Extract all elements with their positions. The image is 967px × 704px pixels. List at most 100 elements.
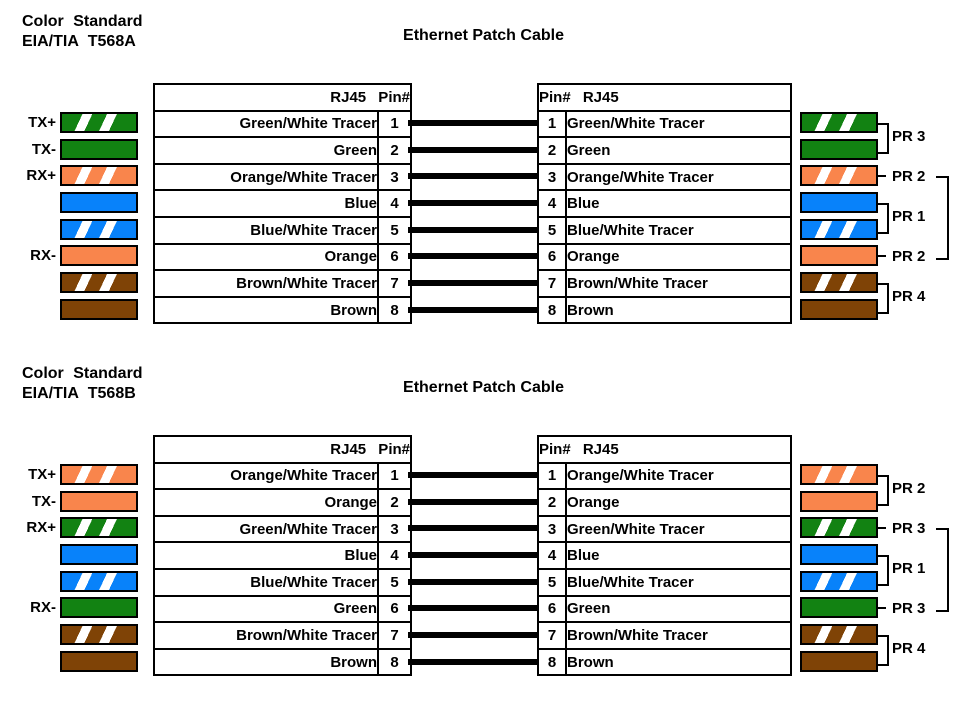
pin-number-cell: 8: [377, 647, 412, 677]
signal-label: RX+: [26, 167, 56, 184]
pair-bracket: [878, 203, 889, 234]
pair-label: PR 1: [892, 560, 926, 577]
pin-number-cell: 7: [377, 269, 412, 298]
signal-label: [0, 544, 56, 565]
table-row: Green 2: [153, 136, 412, 165]
wire-color-swatch: [60, 517, 138, 538]
table-row: 7 Brown/White Tracer: [537, 269, 792, 298]
wire-color-swatch: [800, 517, 878, 538]
pair-bracket: [878, 123, 889, 154]
wire-color-swatch: [60, 112, 138, 133]
wire-color-swatch: [800, 219, 878, 240]
pin-number-cell: 7: [537, 621, 567, 650]
wire-color-swatch: [60, 219, 138, 240]
pair-label: PR 4: [892, 288, 926, 305]
table-row: 4 Blue: [537, 541, 792, 570]
wire-color-swatch: [60, 299, 138, 320]
wire-name-cell: Brown/White Tracer: [565, 621, 792, 650]
wire-connection-line: [408, 227, 539, 233]
pair-label: PR 2: [892, 248, 926, 265]
table-row: 8 Brown: [537, 295, 792, 325]
wire-connection-line: [408, 659, 539, 665]
table-row: Green 6: [153, 594, 412, 624]
diagram-t568b: Color Standard EIA/TIA T568B Ethernet Pa…: [0, 352, 967, 704]
wire-name-cell: Orange/White Tracer: [565, 162, 792, 192]
pin-number-cell: 5: [377, 215, 412, 245]
wire-name-cell: Green: [565, 594, 792, 624]
right-table-header: Pin# RJ45: [537, 435, 792, 464]
signal-label: RX-: [30, 599, 56, 616]
signal-label: [0, 192, 56, 213]
pair-label: PR 2: [892, 480, 926, 497]
pair-bracket: [878, 555, 889, 586]
pin-number-cell: 4: [537, 189, 567, 218]
left-table-header: RJ45 Pin#: [153, 83, 412, 112]
table-row: 1 Orange/White Tracer: [537, 461, 792, 491]
signal-label: TX+: [28, 466, 56, 483]
wire-name-cell: Green/White Tracer: [153, 514, 379, 544]
pair-dash: [877, 527, 886, 529]
wire-name-cell: Orange/White Tracer: [153, 162, 379, 192]
pin-number-cell: 2: [377, 136, 412, 165]
table-row: 5 Blue/White Tracer: [537, 567, 792, 597]
signal-label: RX+: [26, 519, 56, 536]
pair-label: PR 3: [892, 520, 926, 537]
signal-label: RX-: [30, 247, 56, 264]
signal-label: [0, 624, 56, 645]
wire-color-swatch: [60, 165, 138, 186]
pair-label: PR 3: [892, 128, 926, 145]
wire-name-cell: Brown: [153, 295, 379, 325]
standard-title-line2: EIA/TIA T568B: [22, 385, 136, 402]
wire-connection-line: [408, 173, 539, 179]
standard-title-line1: Color Standard: [22, 13, 143, 30]
wire-connection-line: [408, 552, 539, 558]
signal-label: TX+: [28, 114, 56, 131]
pair-bracket: [878, 475, 889, 506]
wire-name-cell: Orange: [565, 488, 792, 517]
pin-number-cell: 4: [377, 541, 412, 570]
table-row: Orange/White Tracer 1: [153, 461, 412, 491]
wire-connection-line: [408, 147, 539, 153]
wire-name-cell: Brown: [565, 647, 792, 677]
wire-color-swatch: [800, 544, 878, 565]
pin-number-cell: 4: [377, 189, 412, 218]
table-row: Orange 6: [153, 242, 412, 272]
wire-color-swatch: [60, 624, 138, 645]
table-row: Orange/White Tracer 3: [153, 162, 412, 192]
pair-label: PR 1: [892, 208, 926, 225]
wire-name-cell: Blue: [153, 189, 379, 218]
wire-color-swatch: [800, 597, 878, 618]
pin-number-cell: 6: [537, 242, 567, 272]
table-row: 5 Blue/White Tracer: [537, 215, 792, 245]
split-pair-bracket: [936, 176, 949, 260]
pin-number-cell: 4: [537, 541, 567, 570]
wire-connection-line: [408, 200, 539, 206]
signal-label: [0, 299, 56, 320]
wire-color-swatch: [800, 112, 878, 133]
table-row: Orange 2: [153, 488, 412, 517]
standard-title: Color Standard EIA/TIA T568B: [22, 364, 143, 404]
wire-name-cell: Blue/White Tracer: [565, 215, 792, 245]
wire-name-cell: Green: [153, 594, 379, 624]
pair-bracket: [878, 283, 889, 314]
wire-color-swatch: [60, 272, 138, 293]
wire-color-swatch: [800, 165, 878, 186]
pin-number-cell: 6: [537, 594, 567, 624]
right-rj45-table: Pin# RJ45 1 Green/White Tracer 2 Green 3…: [537, 83, 792, 325]
pair-label: PR 3: [892, 600, 926, 617]
wire-color-swatch: [60, 139, 138, 160]
table-row: 4 Blue: [537, 189, 792, 218]
pin-number-cell: 1: [377, 109, 412, 139]
wire-name-cell: Brown/White Tracer: [153, 621, 379, 650]
wire-connection-line: [408, 307, 539, 313]
pin-number-cell: 8: [377, 295, 412, 325]
wire-color-swatch: [60, 245, 138, 266]
table-row: 3 Orange/White Tracer: [537, 162, 792, 192]
pin-number-cell: 3: [537, 514, 567, 544]
signal-label: [0, 219, 56, 240]
cable-title: Ethernet Patch Cable: [403, 379, 564, 396]
wire-connection-line: [408, 472, 539, 478]
wire-color-swatch: [800, 464, 878, 485]
wire-color-swatch: [60, 544, 138, 565]
wire-name-cell: Brown: [565, 295, 792, 325]
